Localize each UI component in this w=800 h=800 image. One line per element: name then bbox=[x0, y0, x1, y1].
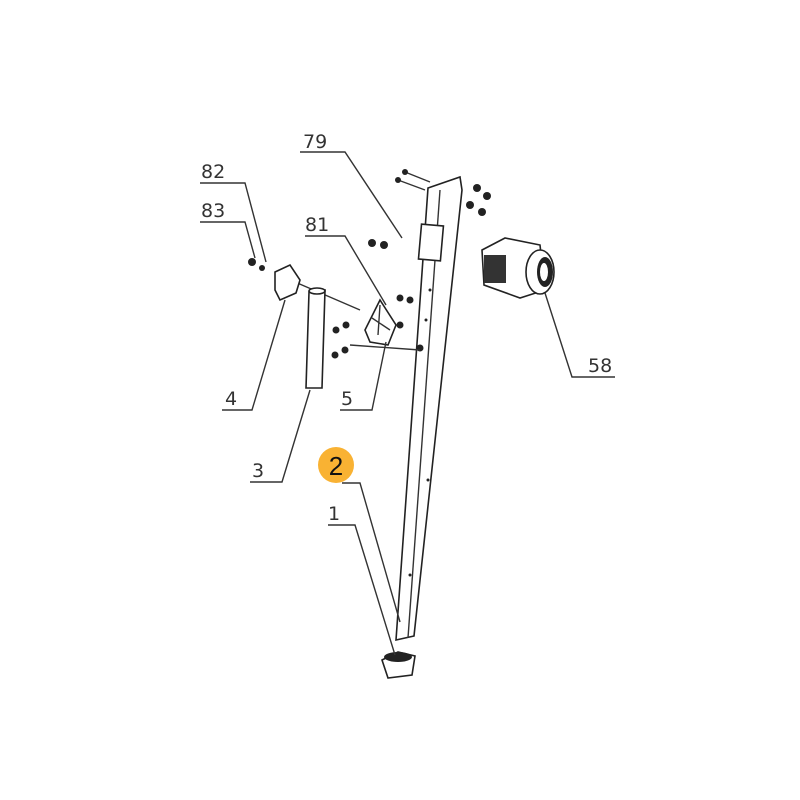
leader-3 bbox=[250, 389, 311, 483]
tube-part-3 bbox=[305, 287, 326, 389]
leader-81 bbox=[305, 235, 387, 306]
bracket-part-4 bbox=[274, 263, 301, 302]
callout-badge-2[interactable]: 2 bbox=[318, 447, 354, 483]
leader-79 bbox=[300, 151, 403, 239]
label-58: 58 bbox=[588, 355, 612, 377]
bracket-part-5 bbox=[364, 298, 397, 346]
label-81: 81 bbox=[305, 214, 329, 236]
label-79: 79 bbox=[303, 131, 327, 153]
leader-82 bbox=[200, 182, 267, 263]
cap-part-1 bbox=[381, 651, 416, 679]
leader-2 bbox=[342, 482, 401, 623]
label-4: 4 bbox=[225, 388, 237, 410]
leader-58 bbox=[544, 292, 615, 378]
motor-part-58 bbox=[481, 237, 555, 299]
main-bar bbox=[395, 175, 463, 642]
label-1: 1 bbox=[328, 503, 340, 525]
label-82: 82 bbox=[201, 161, 225, 183]
label-83: 83 bbox=[201, 200, 225, 222]
label-3: 3 bbox=[252, 460, 264, 482]
leader-83 bbox=[200, 221, 256, 259]
leader-1 bbox=[328, 524, 396, 656]
leader-4 bbox=[222, 299, 286, 411]
badge-number: 2 bbox=[329, 451, 343, 481]
bolts-top bbox=[368, 169, 491, 249]
label-5: 5 bbox=[341, 388, 353, 410]
leader-5 bbox=[340, 341, 387, 411]
